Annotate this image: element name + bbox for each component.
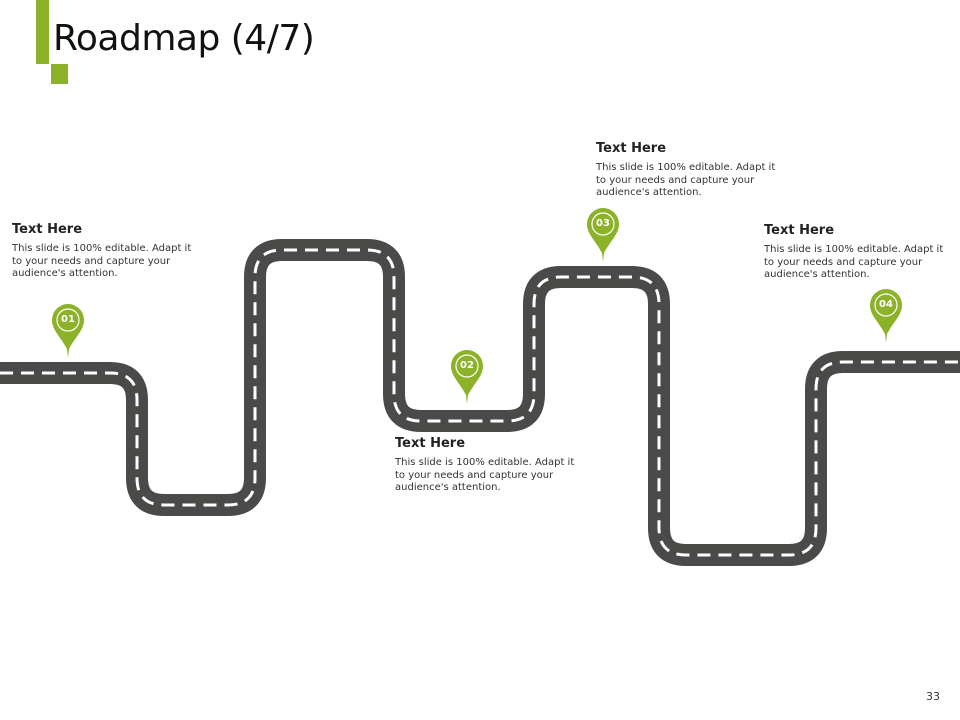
milestone-02-body: This slide is 100% editable. Adapt it to… bbox=[395, 457, 587, 495]
map-pin-icon bbox=[450, 349, 484, 405]
milestone-01-heading: Text Here bbox=[12, 222, 204, 237]
map-pin-icon bbox=[586, 207, 620, 263]
map-pin-icon bbox=[869, 288, 903, 344]
milestone-04-heading: Text Here bbox=[764, 223, 956, 238]
milestone-04-body: This slide is 100% editable. Adapt it to… bbox=[764, 244, 956, 282]
milestone-04-callout: Text Here This slide is 100% editable. A… bbox=[764, 223, 956, 282]
milestone-01-body: This slide is 100% editable. Adapt it to… bbox=[12, 243, 204, 281]
milestone-03-number: 03 bbox=[586, 218, 620, 229]
milestone-02-number: 02 bbox=[450, 360, 484, 371]
milestone-03-body: This slide is 100% editable. Adapt it to… bbox=[596, 162, 788, 200]
milestone-02-pin: 02 bbox=[450, 349, 484, 405]
milestone-03-heading: Text Here bbox=[596, 141, 788, 156]
map-pin-icon bbox=[51, 303, 85, 359]
milestone-01-callout: Text Here This slide is 100% editable. A… bbox=[12, 222, 204, 281]
milestone-04-pin: 04 bbox=[869, 288, 903, 344]
milestone-02-heading: Text Here bbox=[395, 436, 587, 451]
milestone-02-callout: Text Here This slide is 100% editable. A… bbox=[395, 436, 587, 495]
milestone-01-number: 01 bbox=[51, 314, 85, 325]
milestone-03-callout: Text Here This slide is 100% editable. A… bbox=[596, 141, 788, 200]
milestone-01-pin: 01 bbox=[51, 303, 85, 359]
page-number: 33 bbox=[926, 690, 940, 703]
milestone-03-pin: 03 bbox=[586, 207, 620, 263]
milestone-04-number: 04 bbox=[869, 299, 903, 310]
